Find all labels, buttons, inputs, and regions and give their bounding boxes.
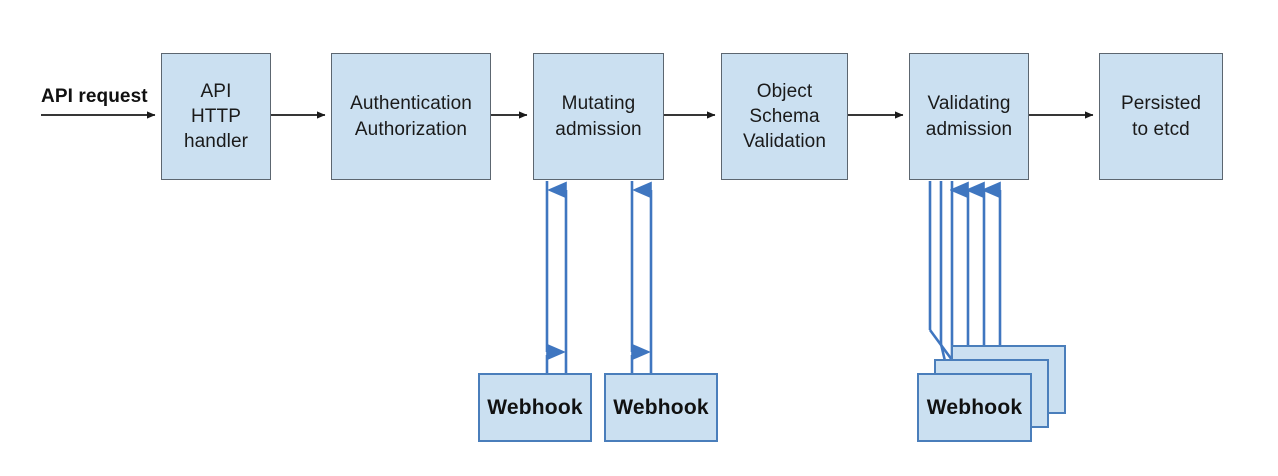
webhook-box-mutating-2[interactable]: Webhook xyxy=(604,373,718,442)
connector-mutating-admission-to-mutating-webhook-2 xyxy=(630,181,653,374)
stage-box-object-schema-validation[interactable]: Object Schema Validation xyxy=(721,53,848,180)
stage-box-mutating-admission[interactable]: Mutating admission xyxy=(533,53,664,180)
connector-mutating-admission-to-mutating-webhook-1 xyxy=(545,181,568,374)
webhook-box-mutating-1[interactable]: Webhook xyxy=(478,373,592,442)
stage-box-authn-authz[interactable]: Authentication Authorization xyxy=(331,53,491,180)
stage-box-persisted-to-etcd[interactable]: Persisted to etcd xyxy=(1099,53,1223,180)
api-request-label: API request xyxy=(41,86,148,107)
stage-box-api-http-handler[interactable]: API HTTP handler xyxy=(161,53,271,180)
webhook-box-validating-stack-front[interactable]: Webhook xyxy=(917,373,1032,442)
stage-box-validating-admission[interactable]: Validating admission xyxy=(909,53,1029,180)
